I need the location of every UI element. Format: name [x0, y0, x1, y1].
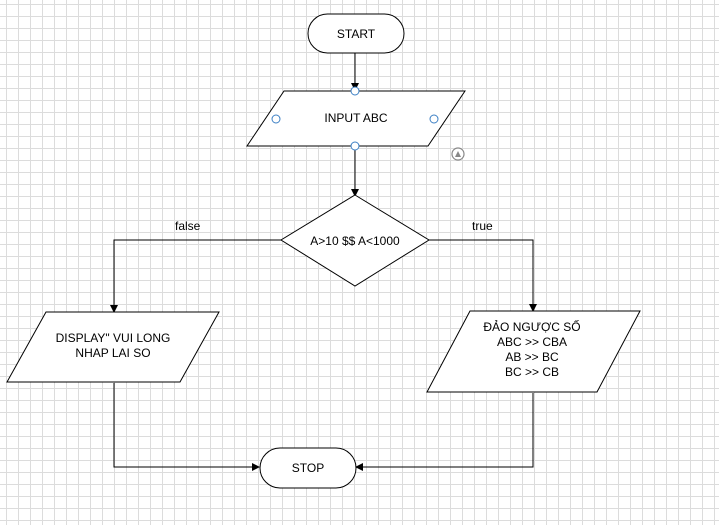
connection-handle-right[interactable] — [429, 114, 439, 124]
edge-label-false: false — [175, 219, 201, 233]
node-reverse[interactable]: ĐẢO NGƯỢC SỐ ABC >> CBA AB >> BC BC >> C… — [426, 310, 641, 393]
node-input-label: INPUT ABC — [324, 111, 387, 125]
node-display-line-1: DISPLAY" VUI LONG — [56, 331, 171, 345]
node-input[interactable]: INPUT ABC — [246, 90, 466, 147]
node-decision-label: A>10 $$ A<1000 — [310, 234, 400, 248]
node-start-label: START — [337, 27, 376, 41]
node-reverse-line-4: BC >> CB — [505, 365, 559, 379]
edge-decision-true[interactable] — [429, 239, 537, 312]
node-stop[interactable]: STOP — [259, 447, 357, 489]
connection-handle-left[interactable] — [271, 114, 281, 124]
edge-label-true: true — [472, 219, 493, 233]
edge-display-to-stop[interactable] — [113, 383, 260, 471]
node-stop-label: STOP — [292, 461, 324, 475]
node-reverse-line-3: AB >> BC — [505, 350, 559, 364]
connection-handle-top[interactable] — [350, 86, 360, 96]
node-display-line-2: NHAP LAI SO — [75, 346, 150, 360]
node-decision[interactable]: A>10 $$ A<1000 — [280, 194, 430, 287]
node-reverse-line-2: ABC >> CBA — [497, 335, 567, 349]
edge-reverse-to-stop[interactable] — [355, 393, 534, 471]
node-start[interactable]: START — [307, 13, 405, 54]
node-reverse-line-1: ĐẢO NGƯỢC SỐ — [483, 319, 580, 334]
edge-decision-false[interactable] — [110, 239, 281, 313]
expand-arrow-icon[interactable] — [451, 147, 465, 161]
node-display[interactable]: DISPLAY" VUI LONG NHAP LAI SO — [6, 311, 220, 383]
connection-handle-bottom[interactable] — [350, 141, 360, 151]
